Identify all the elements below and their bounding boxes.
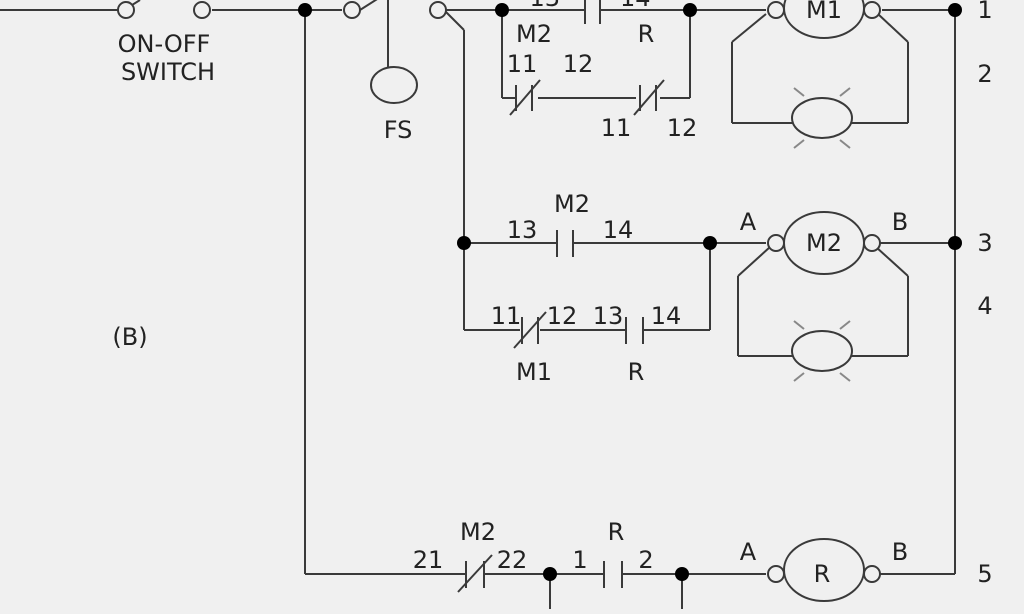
r4-terminal-label: 12 [547,302,578,330]
m2-terminal-b [863,234,881,252]
junction-dot [543,567,557,581]
r5-terminal-label: 21 [413,546,444,574]
junction-dot [948,3,962,17]
wire-fs-diag [445,11,465,31]
loop1-diag-r [877,13,909,43]
r3-terminal-label: 14 [603,216,634,244]
coils [783,0,865,602]
r4-contact-name-r: R [628,358,645,386]
m2-coil-label: M2 [806,229,842,257]
r1-contact-name: R [638,20,655,48]
r5-terminal-label: 2 [638,546,653,574]
fs-terminal-2 [429,1,447,19]
switch-label-line2: SWITCH [121,58,215,86]
rung-number: 5 [977,560,992,588]
r4-terminal-label: 13 [593,302,624,330]
r1-terminal-label: 14 [620,0,651,12]
switch-terminal-2 [193,1,211,19]
r-terminal-b-label: B [892,538,908,566]
r-terminal-a-label: A [740,538,757,566]
m1-lamp-ray [793,87,805,97]
m2-terminal-a [767,234,785,252]
rung-number: 2 [977,60,992,88]
m1-lamp-ray [839,139,851,149]
r3-terminal-label: 13 [507,216,538,244]
switch-terminal-1 [117,1,135,19]
contact-r5a-slash [457,554,493,593]
contact-r2a-slash [509,79,541,116]
m2-lamp-ray [839,372,851,382]
m1-lamp-ray [793,139,805,149]
r-terminal-b [863,565,881,583]
r2-contact-name: M2 [516,20,552,48]
r5-contact-name-m2: M2 [460,518,496,546]
r2b-terminal-label: 12 [667,114,698,142]
junction-dot [457,236,471,250]
m2-terminal-a-label: A [740,208,757,236]
r-coil-label: R [814,560,831,588]
m1-terminal-a [767,1,785,19]
m2-lamp-ray [793,372,805,382]
r4-terminal-label: 14 [651,302,682,330]
junction-dots [298,3,962,581]
junction-dot [683,3,697,17]
contact-r4a-slash [513,311,547,349]
diagram-id-label: (B) [112,323,147,351]
rung-number: 4 [977,292,992,320]
r1-terminal-label: 13 [529,0,560,12]
junction-dot [703,236,717,250]
m2-lamp-ray [793,320,805,330]
rung-number: 1 [977,0,992,24]
m1-lamp-ray [839,87,851,97]
r5-contact-name-r: R [608,518,625,546]
rung-number: 3 [977,229,992,257]
r3-contact-name: M2 [554,190,590,218]
r5-terminal-label: 22 [497,546,528,574]
loop2-diag-r [875,246,909,277]
loop1-diag-l [731,13,767,43]
m1-coil-label: M1 [806,0,842,24]
switch-label-line1: ON-OFF [118,30,211,58]
r-relay-coil [783,538,865,602]
m2-motor-coil [783,211,865,275]
float-switch-label: FS [384,116,413,144]
r2b-terminal-label: 11 [601,114,632,142]
r4-terminal-label: 11 [491,302,522,330]
contact-r2b-slash [633,79,665,116]
r5-terminal-label: 1 [572,546,587,574]
r4-contact-name-m1: M1 [516,358,552,386]
m2-lamp [791,330,853,372]
junction-dot [675,567,689,581]
r2-terminal-label: 11 [507,50,538,78]
m1-terminal-b [863,1,881,19]
lamp-rays [793,87,851,382]
junction-dot [495,3,509,17]
m1-lamp [791,97,853,139]
r-terminal-a [767,565,785,583]
fs-terminal-1 [343,1,361,19]
wires [0,0,956,609]
contacts [457,0,665,593]
fs-blade [359,0,378,11]
float-switch-float [370,66,418,104]
m2-lamp-ray [839,320,851,330]
loop2-diag-l [737,246,771,277]
m1-motor-coil [783,0,865,39]
junction-dot [298,3,312,17]
junction-dot [948,236,962,250]
terminals [117,1,881,583]
r2-terminal-label: 12 [563,50,594,78]
labels: ON-OFF SWITCH FS (B) 1 2 3 4 5 M1 13 14 … [112,0,992,588]
m2-terminal-b-label: B [892,208,908,236]
